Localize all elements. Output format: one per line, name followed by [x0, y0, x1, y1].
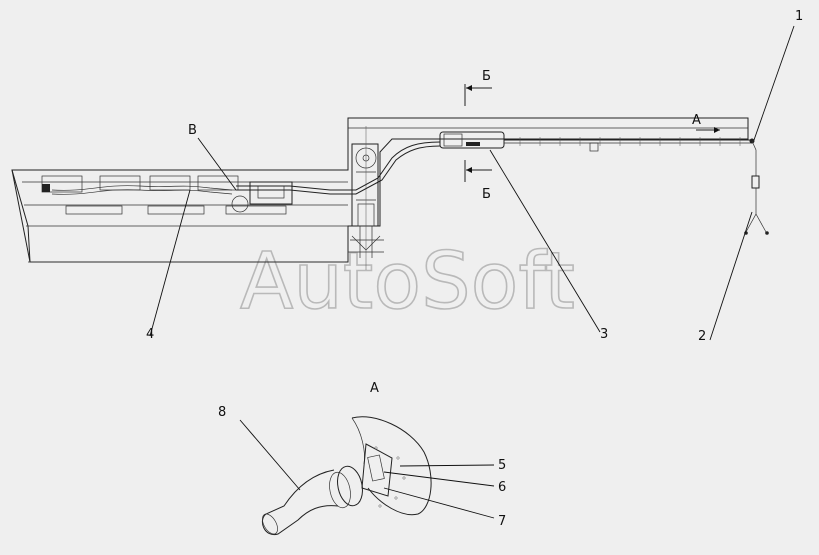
chassis-frame [11, 117, 749, 263]
part-label-7: 7 [498, 514, 506, 529]
detail-view-a [262, 416, 432, 536]
section-label-bottom: Б [482, 187, 491, 202]
pipe-ticks [519, 137, 741, 146]
part-label-5: 5 [498, 458, 506, 473]
watermark-text: AutoSoft [240, 237, 575, 327]
section-marks [464, 84, 720, 182]
part-label-1: 1 [795, 9, 803, 24]
part-label-3: 3 [600, 327, 608, 342]
part-label-6: 6 [498, 480, 506, 495]
pipe-run [236, 131, 769, 235]
detail-title-a: А [370, 381, 379, 396]
section-label-top: Б [482, 69, 491, 84]
view-label-b: В [188, 123, 197, 138]
leader-lines [149, 25, 795, 519]
part-label-8: 8 [218, 405, 226, 420]
column-assembly [348, 126, 384, 270]
view-arrow-label-a: А [692, 113, 701, 128]
part-label-4: 4 [146, 327, 154, 342]
part-label-2: 2 [698, 329, 706, 344]
